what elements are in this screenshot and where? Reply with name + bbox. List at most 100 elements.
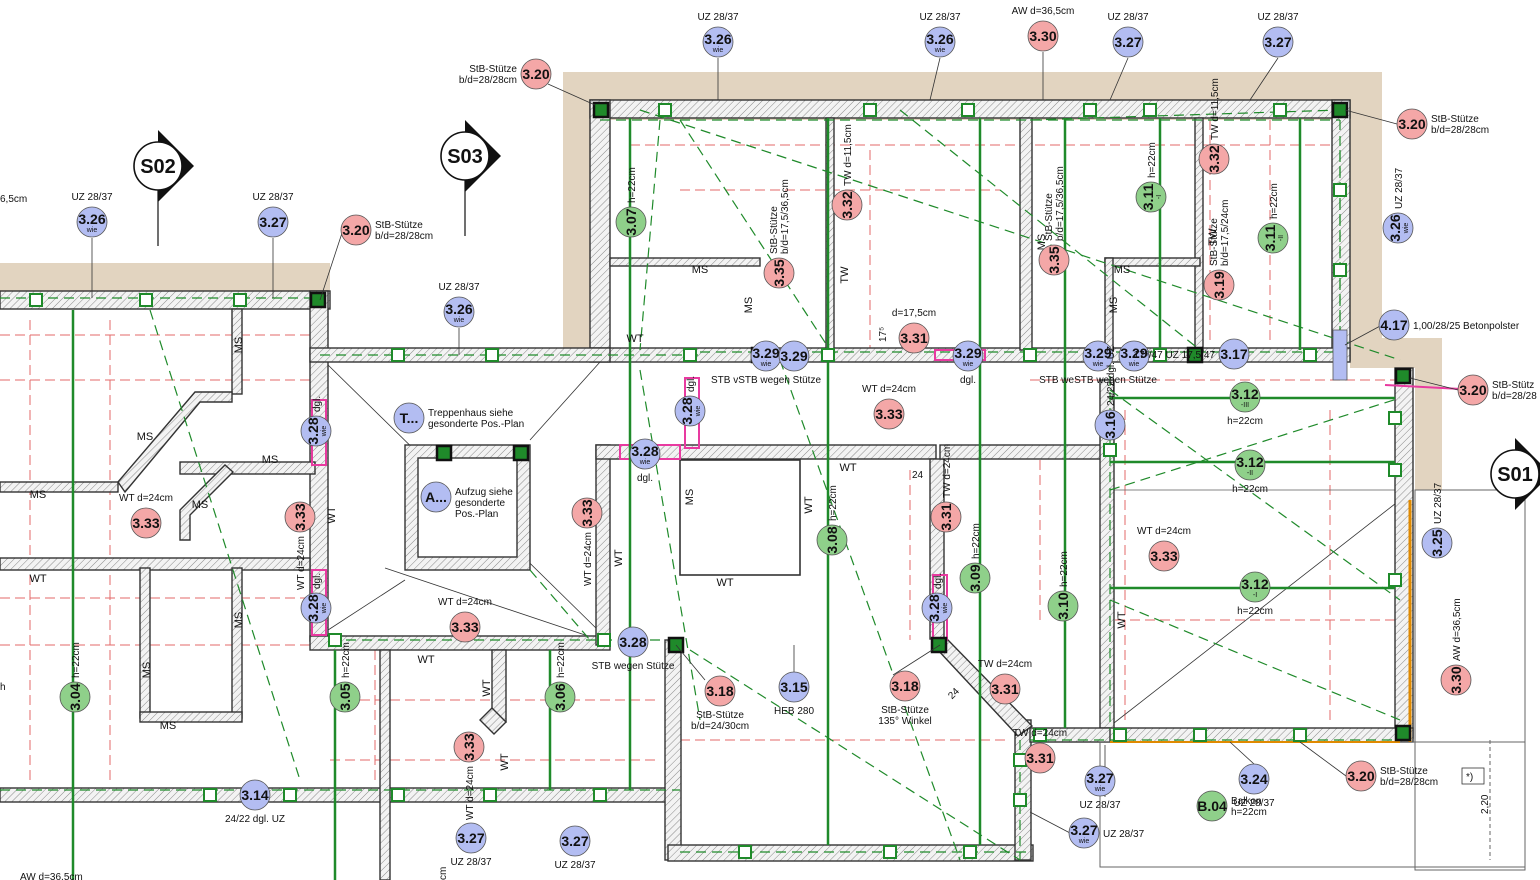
star-note: *) bbox=[1466, 772, 1473, 783]
marker-label: 3.28 bbox=[305, 417, 321, 444]
marker-label: 3.11 bbox=[1262, 225, 1278, 252]
marker-circle bbox=[1238, 763, 1270, 795]
marker-label: 3.35 bbox=[1046, 246, 1062, 273]
marker-note: StB-Stütze bbox=[696, 710, 744, 721]
marker-note: StB-Stütz bbox=[1492, 380, 1534, 391]
marker-circle bbox=[1047, 590, 1079, 622]
marker-label: 3.29 bbox=[780, 348, 807, 364]
marker-circle bbox=[559, 825, 591, 857]
marker-label: 3.24 bbox=[1240, 771, 1267, 787]
bearing-box bbox=[1273, 103, 1287, 117]
marker-label: 3.26 bbox=[78, 211, 105, 227]
marker-note: UZ 28/37 bbox=[1394, 167, 1405, 209]
beam-bearings bbox=[29, 103, 1402, 859]
marker-label: 3.20 bbox=[1459, 382, 1486, 398]
section-label: S03 bbox=[447, 146, 483, 168]
marker-circle bbox=[1203, 269, 1235, 301]
marker-label: 3.35 bbox=[771, 259, 787, 286]
wall-tag: MS bbox=[1108, 297, 1120, 314]
marker-circle bbox=[989, 673, 1021, 705]
marker-label: 3.33 bbox=[579, 499, 595, 526]
marker-circle bbox=[816, 524, 848, 556]
marker-note: 135° Winkel bbox=[878, 716, 931, 727]
marker-circle bbox=[831, 189, 863, 221]
marker-label: 3.28 bbox=[305, 594, 321, 621]
marker-note: h=22cm bbox=[1059, 551, 1070, 587]
marker-circle bbox=[778, 340, 810, 372]
marker-sub: wie bbox=[321, 426, 328, 438]
marker-sub: -II bbox=[1278, 235, 1285, 241]
bearing-box bbox=[1013, 753, 1027, 767]
marker-note: WT d=24cm bbox=[465, 766, 476, 820]
wall-tag: TW bbox=[1207, 228, 1219, 246]
marker-circle bbox=[1234, 449, 1266, 481]
bearing-box bbox=[863, 103, 877, 117]
marker-note: UZ 28/37 bbox=[554, 860, 596, 871]
leader-lines bbox=[91, 52, 1459, 834]
marker-note: b/d=28/28cm bbox=[459, 75, 517, 86]
marker-label: 3.27 bbox=[457, 830, 484, 846]
marker-circle bbox=[921, 592, 953, 624]
marker-note: h=22cm bbox=[1231, 807, 1267, 818]
marker-circle bbox=[704, 675, 736, 707]
marker-circle bbox=[257, 206, 289, 238]
marker-note: StB-Stütze bbox=[769, 206, 780, 254]
marker-note: UZ 28/37 bbox=[252, 192, 294, 203]
bearing-box bbox=[391, 788, 405, 802]
wall-tag: WT bbox=[29, 573, 46, 585]
marker-note: STB weSTB wegen Stütze bbox=[1039, 375, 1157, 386]
wall-tag: MS bbox=[743, 297, 755, 314]
section-label: S02 bbox=[140, 156, 176, 178]
column-square bbox=[1186, 346, 1204, 364]
bearing-box bbox=[1388, 463, 1402, 477]
bearing-box bbox=[883, 845, 897, 859]
concrete-pad bbox=[1332, 329, 1348, 381]
marker-label: 3.29 bbox=[1120, 345, 1147, 361]
marker-label: 3.07 bbox=[623, 208, 639, 235]
marker-circle bbox=[284, 501, 316, 533]
bearing-box bbox=[283, 788, 297, 802]
marker-note: h=22cm bbox=[627, 167, 638, 203]
marker-circle bbox=[420, 481, 452, 513]
bearing-box bbox=[683, 348, 697, 362]
bearing-box bbox=[391, 348, 405, 362]
section-circle bbox=[1490, 449, 1540, 499]
marker-label: 3.12 bbox=[1236, 454, 1263, 470]
position-marker: 3.09h=22cm bbox=[959, 523, 991, 594]
marker-circle bbox=[1198, 143, 1230, 175]
marker-sub: -III bbox=[1241, 402, 1249, 409]
marker-label: 3.33 bbox=[451, 619, 478, 635]
marker-note: h=22cm bbox=[341, 642, 352, 678]
marker-note: b/d=17,5/36,5cm bbox=[1055, 166, 1066, 241]
marker-circle bbox=[1024, 742, 1056, 774]
marker-note: h=22cm bbox=[1147, 142, 1158, 178]
marker-note: b/d=24/30cm bbox=[691, 721, 749, 732]
marker-label: 3.31 bbox=[991, 681, 1018, 697]
wall-tag: MS bbox=[684, 489, 696, 506]
marker-label: 3.09 bbox=[967, 564, 983, 591]
marker-note: WT d=24cm bbox=[119, 493, 173, 504]
marker-circle bbox=[76, 206, 108, 238]
position-marker: 3.12-Ih=22cm bbox=[1237, 571, 1273, 617]
marker-circle bbox=[1378, 309, 1410, 341]
bearing-box bbox=[1103, 443, 1117, 457]
dim-24a: 24 bbox=[912, 470, 924, 481]
marker-label: 3.11 bbox=[1140, 184, 1156, 211]
